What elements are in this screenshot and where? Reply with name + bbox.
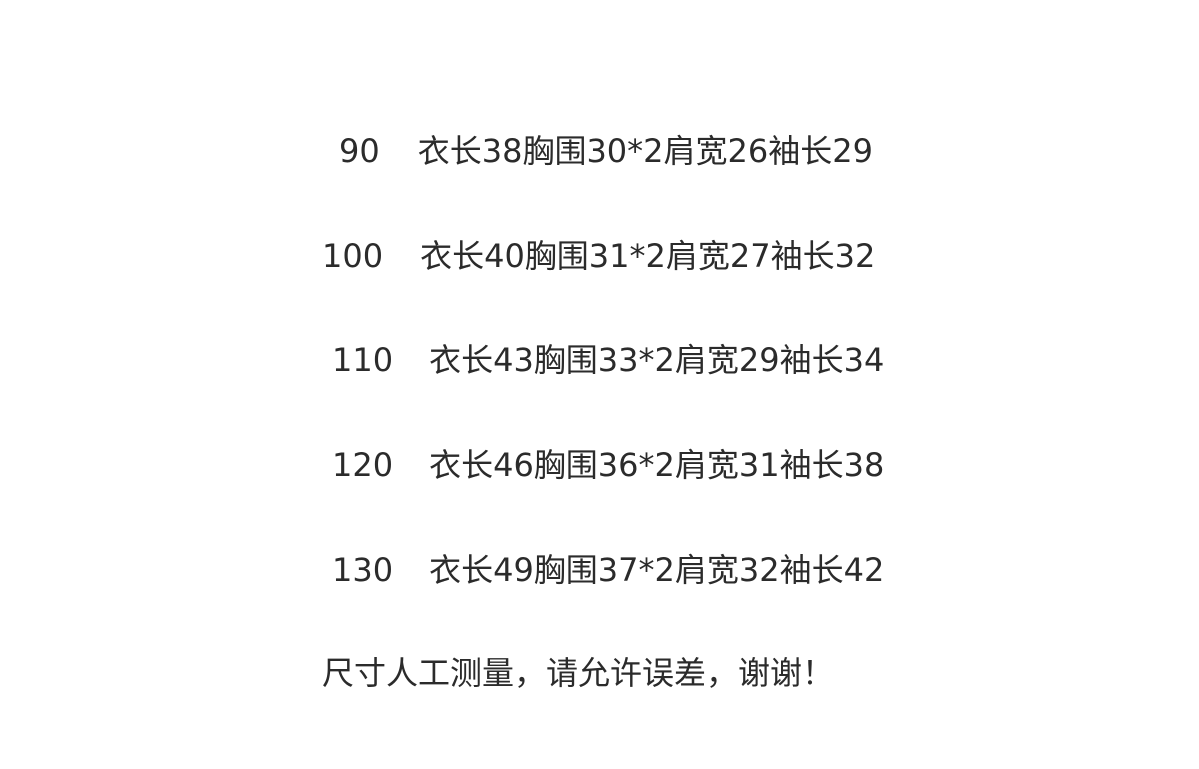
size-label: 100: [322, 237, 384, 275]
measurement-note: 尺寸人工测量，请允许误差，谢谢！: [322, 654, 835, 692]
size-measurements: 衣长46胸围36*2肩宽31袖长38: [429, 446, 885, 484]
size-measurements: 衣长43胸围33*2肩宽29袖长34: [429, 341, 885, 379]
size-label: 110: [332, 341, 394, 379]
size-measurements: 衣长40胸围31*2肩宽27袖长32: [420, 237, 876, 275]
size-label: 120: [332, 446, 394, 484]
size-row-110: 110 衣长43胸围33*2肩宽29袖长34: [332, 340, 884, 380]
size-measurements: 衣长38胸围30*2肩宽26袖长29: [417, 132, 873, 170]
size-label: 130: [332, 551, 394, 589]
size-row-120: 120 衣长46胸围36*2肩宽31袖长38: [332, 445, 884, 485]
size-row-130: 130 衣长49胸围37*2肩宽32袖长42: [332, 550, 884, 590]
size-row-100: 100 衣长40胸围31*2肩宽27袖长32: [322, 236, 875, 276]
size-measurements: 衣长49胸围37*2肩宽32袖长42: [429, 551, 885, 589]
size-row-90: 90 衣长38胸围30*2肩宽26袖长29: [339, 131, 873, 171]
size-label: 90: [339, 132, 380, 170]
